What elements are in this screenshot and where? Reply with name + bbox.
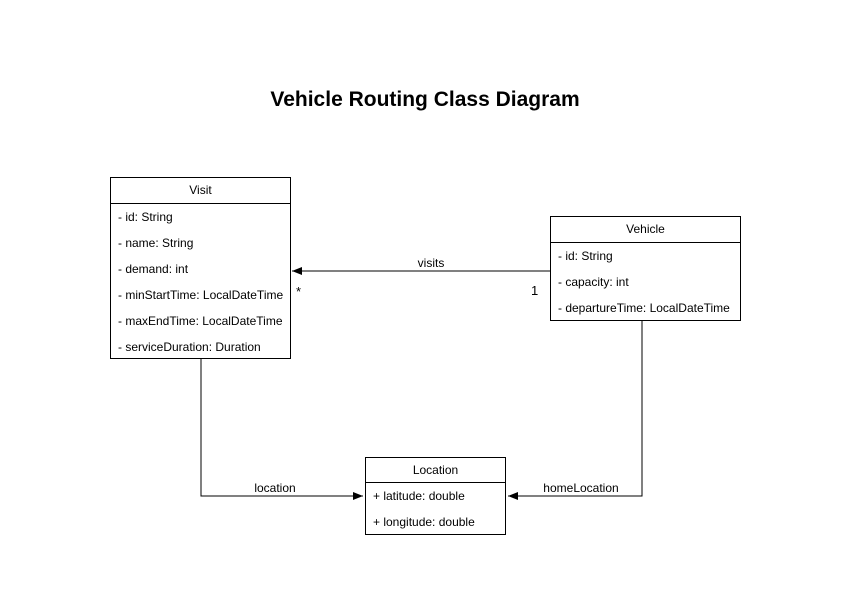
- class-location[interactable]: Location + latitude: double + longitude:…: [365, 457, 506, 535]
- diagram-title: Vehicle Routing Class Diagram: [270, 88, 580, 111]
- association-visits-target-multiplicity: *: [296, 284, 302, 299]
- class-location-attribute: + latitude: double: [373, 489, 465, 503]
- association-visits-label: visits: [417, 256, 445, 270]
- association-location-label: location: [254, 481, 296, 495]
- class-visit-attributes: - id: String - name: String - demand: in…: [111, 204, 290, 360]
- class-visit-attribute: - minStartTime: LocalDateTime: [118, 288, 284, 302]
- class-location-attributes: + latitude: double + longitude: double: [366, 483, 505, 535]
- class-visit-attribute: - id: String: [118, 210, 173, 224]
- class-visit-attribute: - demand: int: [118, 262, 189, 276]
- class-location-name: Location: [366, 458, 505, 483]
- class-location-attribute: + longitude: double: [373, 515, 475, 529]
- class-visit[interactable]: Visit - id: String - name: String - dema…: [110, 177, 291, 359]
- association-homelocation-line[interactable]: [508, 321, 643, 500]
- class-vehicle-attribute: - id: String: [558, 249, 613, 263]
- class-vehicle-attribute: - departureTime: LocalDateTime: [558, 301, 730, 315]
- association-homelocation-label: homeLocation: [543, 481, 619, 495]
- class-visit-attribute: - maxEndTime: LocalDateTime: [118, 314, 283, 328]
- class-visit-name: Visit: [111, 178, 290, 204]
- association-visits-source-multiplicity: 1: [531, 283, 539, 298]
- class-vehicle-name: Vehicle: [551, 217, 740, 243]
- class-visit-attribute: - name: String: [118, 236, 194, 250]
- class-vehicle-attribute: - capacity: int: [558, 275, 629, 289]
- class-visit-attribute: - serviceDuration: Duration: [118, 340, 261, 354]
- class-vehicle[interactable]: Vehicle - id: String - capacity: int - d…: [550, 216, 741, 321]
- association-location-line[interactable]: [200, 359, 363, 500]
- class-vehicle-attributes: - id: String - capacity: int - departure…: [551, 243, 740, 321]
